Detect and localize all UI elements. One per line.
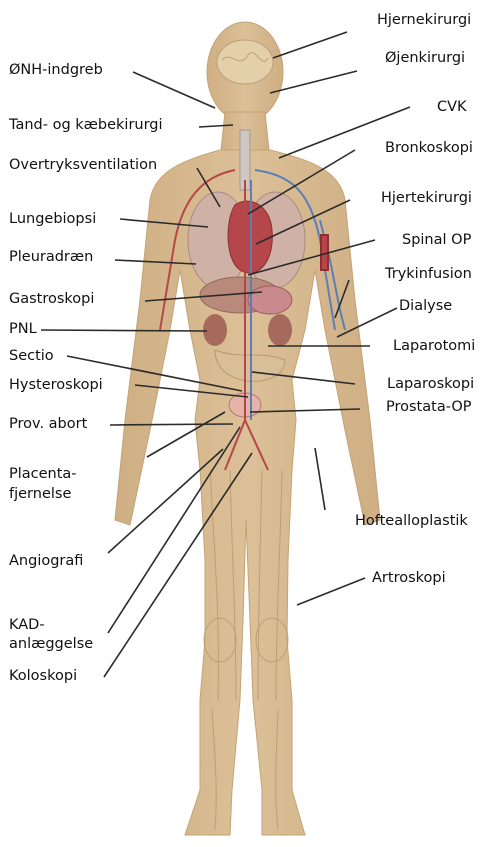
label-gastroskopi: Gastroskopi: [9, 290, 94, 308]
label-placenta-line1: Placenta-: [9, 465, 77, 483]
label-trykinfusion: Trykinfusion: [385, 265, 472, 283]
label-artroskopi: Artroskopi: [372, 569, 446, 587]
label-laparotomi: Laparotomi: [393, 337, 475, 355]
label-hjertekirurgi: Hjertekirurgi: [381, 189, 472, 207]
label-laparoskopi: Laparoskopi: [387, 375, 474, 393]
label-prostata-op: Prostata-OP: [386, 398, 472, 416]
label-sectio: Sectio: [9, 347, 54, 365]
label-prov-abort: Prov. abort: [9, 415, 87, 433]
label-overtryksventilation: Overtryksventilation: [9, 156, 157, 174]
label-hysteroskopi: Hysteroskopi: [9, 376, 103, 394]
label-cvk: CVK: [437, 98, 467, 116]
label-spinal-op: Spinal OP: [402, 231, 471, 249]
brain: [217, 40, 273, 84]
label-bronkoskopi: Bronkoskopi: [385, 139, 473, 157]
label-dialyse: Dialyse: [399, 297, 452, 315]
label-hoftealloplastik: Hoftealloplastik: [355, 512, 468, 530]
label-pnl: PNL: [9, 320, 37, 338]
label-hjernekirurgi: Hjernekirurgi: [377, 11, 471, 29]
label-ojenkirurgi: Øjenkirurgi: [385, 49, 465, 67]
label-lungebiopsi: Lungebiopsi: [9, 210, 96, 228]
label-koloskopi: Koloskopi: [9, 667, 77, 685]
label-kad-line2: anlæggelse: [9, 635, 93, 653]
label-kad-line1: KAD-: [9, 616, 45, 634]
label-onh-indgreb: ØNH-indgreb: [9, 61, 103, 79]
label-placenta-line2: fjernelse: [9, 485, 71, 503]
label-pleuradraen: Pleuradræn: [9, 248, 93, 266]
label-angiografi: Angiografi: [9, 552, 83, 570]
label-tand-kaebekirurgi: Tand- og kæbekirurgi: [9, 116, 163, 134]
